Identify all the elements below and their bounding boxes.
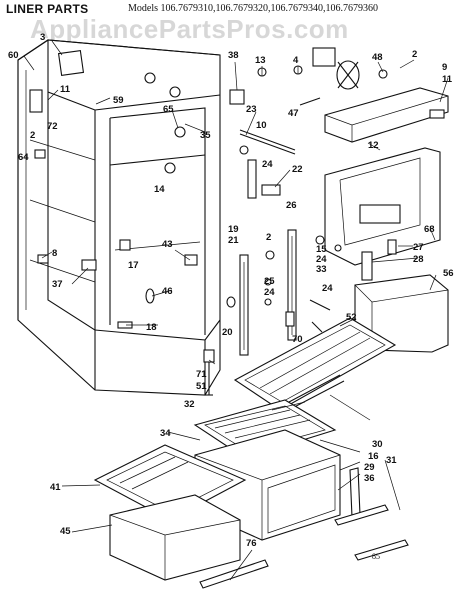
part-label-65: 65	[163, 104, 174, 115]
part-label-9: 9	[442, 62, 447, 73]
part-label-48: 48	[372, 52, 383, 63]
part-label-2b: 2	[30, 130, 35, 141]
part-label-27: 27	[413, 242, 424, 253]
part-label-16: 16	[368, 451, 379, 462]
part-label-15: 15	[316, 244, 327, 255]
part-label-30: 30	[372, 439, 383, 450]
part-label-52: 52	[346, 312, 357, 323]
part-label-51: 51	[196, 381, 207, 392]
part-71	[203, 349, 215, 396]
part-label-76: 76	[246, 538, 257, 549]
watermark: AppliancePartsPros.com	[30, 14, 349, 44]
part-label-68: 68	[424, 224, 435, 235]
leader-lines	[23, 40, 449, 581]
part-label-64: 64	[18, 152, 29, 163]
part-label-59: 59	[113, 95, 124, 106]
shelf-supports	[226, 159, 397, 356]
part-label-21: 21	[228, 235, 239, 246]
part-label-46: 46	[162, 286, 173, 297]
part-label-36: 36	[364, 473, 375, 484]
part-label-4: 4	[293, 55, 299, 66]
part-label-70: 70	[292, 334, 303, 345]
part-label-41: 41	[50, 482, 61, 493]
part-label-10: 10	[256, 120, 267, 131]
part-label-29: 29	[364, 462, 375, 473]
part-label-33: 33	[316, 264, 327, 275]
model-numbers: Models 106.7679310,106.7679320,106.76793…	[128, 3, 378, 14]
part-label-14: 14	[154, 184, 165, 195]
part-label-60: 60	[8, 50, 19, 61]
part-label-19: 19	[228, 224, 239, 235]
upper-small-parts	[229, 47, 449, 155]
part-label-24c: 24	[264, 287, 275, 298]
part-label-35: 35	[200, 130, 211, 141]
part-label-24b: 24	[316, 254, 327, 265]
part-label-23: 23	[246, 104, 257, 115]
part-label-20: 20	[222, 327, 233, 338]
shelf-52	[233, 317, 397, 411]
part-label-38: 38	[228, 50, 239, 61]
part-label-28: 28	[413, 254, 424, 265]
part-label-47: 47	[288, 108, 299, 119]
part-label-45: 45	[60, 526, 71, 537]
crisper-cover-30	[254, 374, 409, 561]
part-label-8: 8	[52, 248, 57, 259]
part-label-26: 26	[286, 200, 297, 211]
part-label-43: 43	[162, 239, 173, 250]
part-label-24a: 24	[262, 159, 273, 170]
part-label-34: 34	[160, 428, 171, 439]
part-label-13: 13	[255, 55, 266, 66]
cabinet-liner	[17, 39, 221, 396]
part-label-56: 56	[443, 268, 454, 279]
part-label-25: 25	[264, 276, 275, 287]
part-label-31: 31	[386, 455, 397, 466]
part-label-32: 32	[184, 399, 195, 410]
part-label-2a: 2	[412, 49, 417, 60]
part-label-71: 71	[196, 369, 207, 380]
part-number-labels: 60 3 11 59 65 38 13 4 48 2 9 11 72 2 35 …	[8, 32, 454, 549]
part-label-17: 17	[128, 260, 139, 271]
part-label-22: 22	[292, 164, 303, 175]
pan-45	[109, 494, 241, 581]
part-label-18: 18	[146, 322, 157, 333]
drawing-code: 85	[372, 552, 380, 561]
part-label-11: 11	[60, 84, 71, 95]
diagram-title: LINER PARTS	[6, 2, 89, 16]
part-label-37: 37	[52, 279, 63, 290]
part-label-3: 3	[40, 32, 45, 43]
panel-68	[324, 147, 441, 266]
part-label-11b: 11	[442, 74, 453, 85]
part-label-72: 72	[47, 121, 58, 132]
part-label-24d: 24	[322, 283, 333, 294]
crisper-drawer	[194, 429, 341, 541]
part-label-2c: 2	[266, 232, 271, 243]
part-label-12: 12	[368, 140, 379, 151]
